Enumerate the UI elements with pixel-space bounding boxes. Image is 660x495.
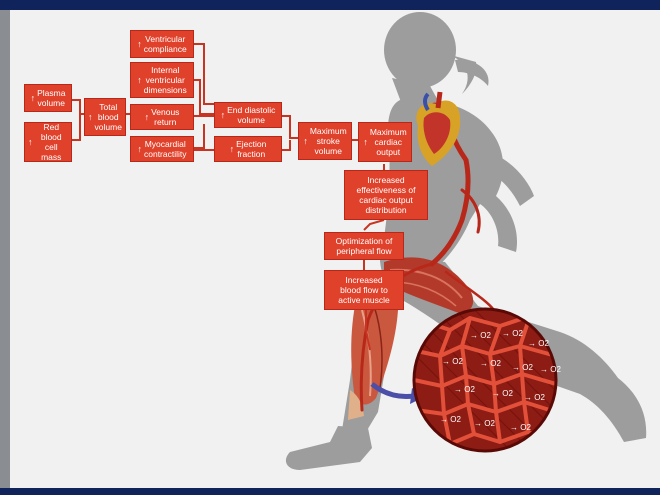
up-arrow-icon: ↑: [145, 112, 150, 122]
maximum-cardiac-output-box: ↑ Maximum cardiac output: [358, 122, 412, 162]
box-label: Venous return: [151, 107, 179, 127]
increased-effectiveness-box: Increased effectiveness of cardiac outpu…: [344, 170, 428, 220]
box-label: Maximum cardiac output: [370, 127, 407, 157]
up-arrow-icon: ↑: [137, 75, 142, 85]
increased-blood-flow-box: Increased blood flow to active muscle: [324, 270, 404, 310]
box-label: Ventricular compliance: [144, 34, 187, 54]
box-label: Increased effectiveness of cardiac outpu…: [357, 175, 416, 215]
up-arrow-icon: ↑: [230, 144, 235, 154]
box-label: Myocardial contractility: [144, 139, 187, 159]
up-arrow-icon: ↑: [137, 144, 142, 154]
myocardial-contractility-box: ↑ Myocardial contractility: [130, 136, 194, 162]
plasma-volume-box: ↑ Plasma volume: [24, 84, 72, 112]
up-arrow-icon: ↑: [303, 136, 308, 146]
up-arrow-icon: ↑: [363, 137, 368, 147]
total-blood-volume-box: ↑ Total blood volume: [84, 98, 126, 136]
box-label: Increased blood flow to active muscle: [338, 275, 390, 305]
optimization-peripheral-flow-box: Optimization of peripheral flow: [324, 232, 404, 260]
end-diastolic-volume-box: ↑ End diastolic volume: [214, 102, 282, 128]
venous-return-box: ↑ Venous return: [130, 104, 194, 130]
box-label: Optimization of peripheral flow: [336, 236, 393, 256]
red-blood-cell-mass-box: ↑ Red blood cell mass: [24, 122, 72, 162]
internal-ventricular-dimensions-box: ↑ Internal ventricular dimensions: [130, 62, 194, 98]
box-label: Red blood cell mass: [35, 122, 69, 162]
up-arrow-icon: ↑: [221, 110, 226, 120]
up-arrow-icon: ↑: [31, 93, 36, 103]
ventricular-compliance-box: ↑ Ventricular compliance: [130, 30, 194, 58]
up-arrow-icon: ↑: [88, 112, 93, 122]
ejection-fraction-box: ↑ Ejection fraction: [214, 136, 282, 162]
box-label: Total blood volume: [95, 102, 122, 132]
maximum-stroke-volume-box: ↑ Maximum stroke volume: [298, 122, 352, 160]
box-label: Plasma volume: [37, 88, 65, 108]
box-label: Ejection fraction: [236, 139, 266, 159]
up-arrow-icon: ↑: [137, 39, 142, 49]
bottom-frame-bar: [0, 488, 660, 495]
box-label: End diastolic volume: [227, 105, 275, 125]
box-label: Maximum stroke volume: [310, 126, 347, 156]
up-arrow-icon: ↑: [28, 137, 33, 147]
box-label: Internal ventricular dimensions: [144, 65, 187, 95]
